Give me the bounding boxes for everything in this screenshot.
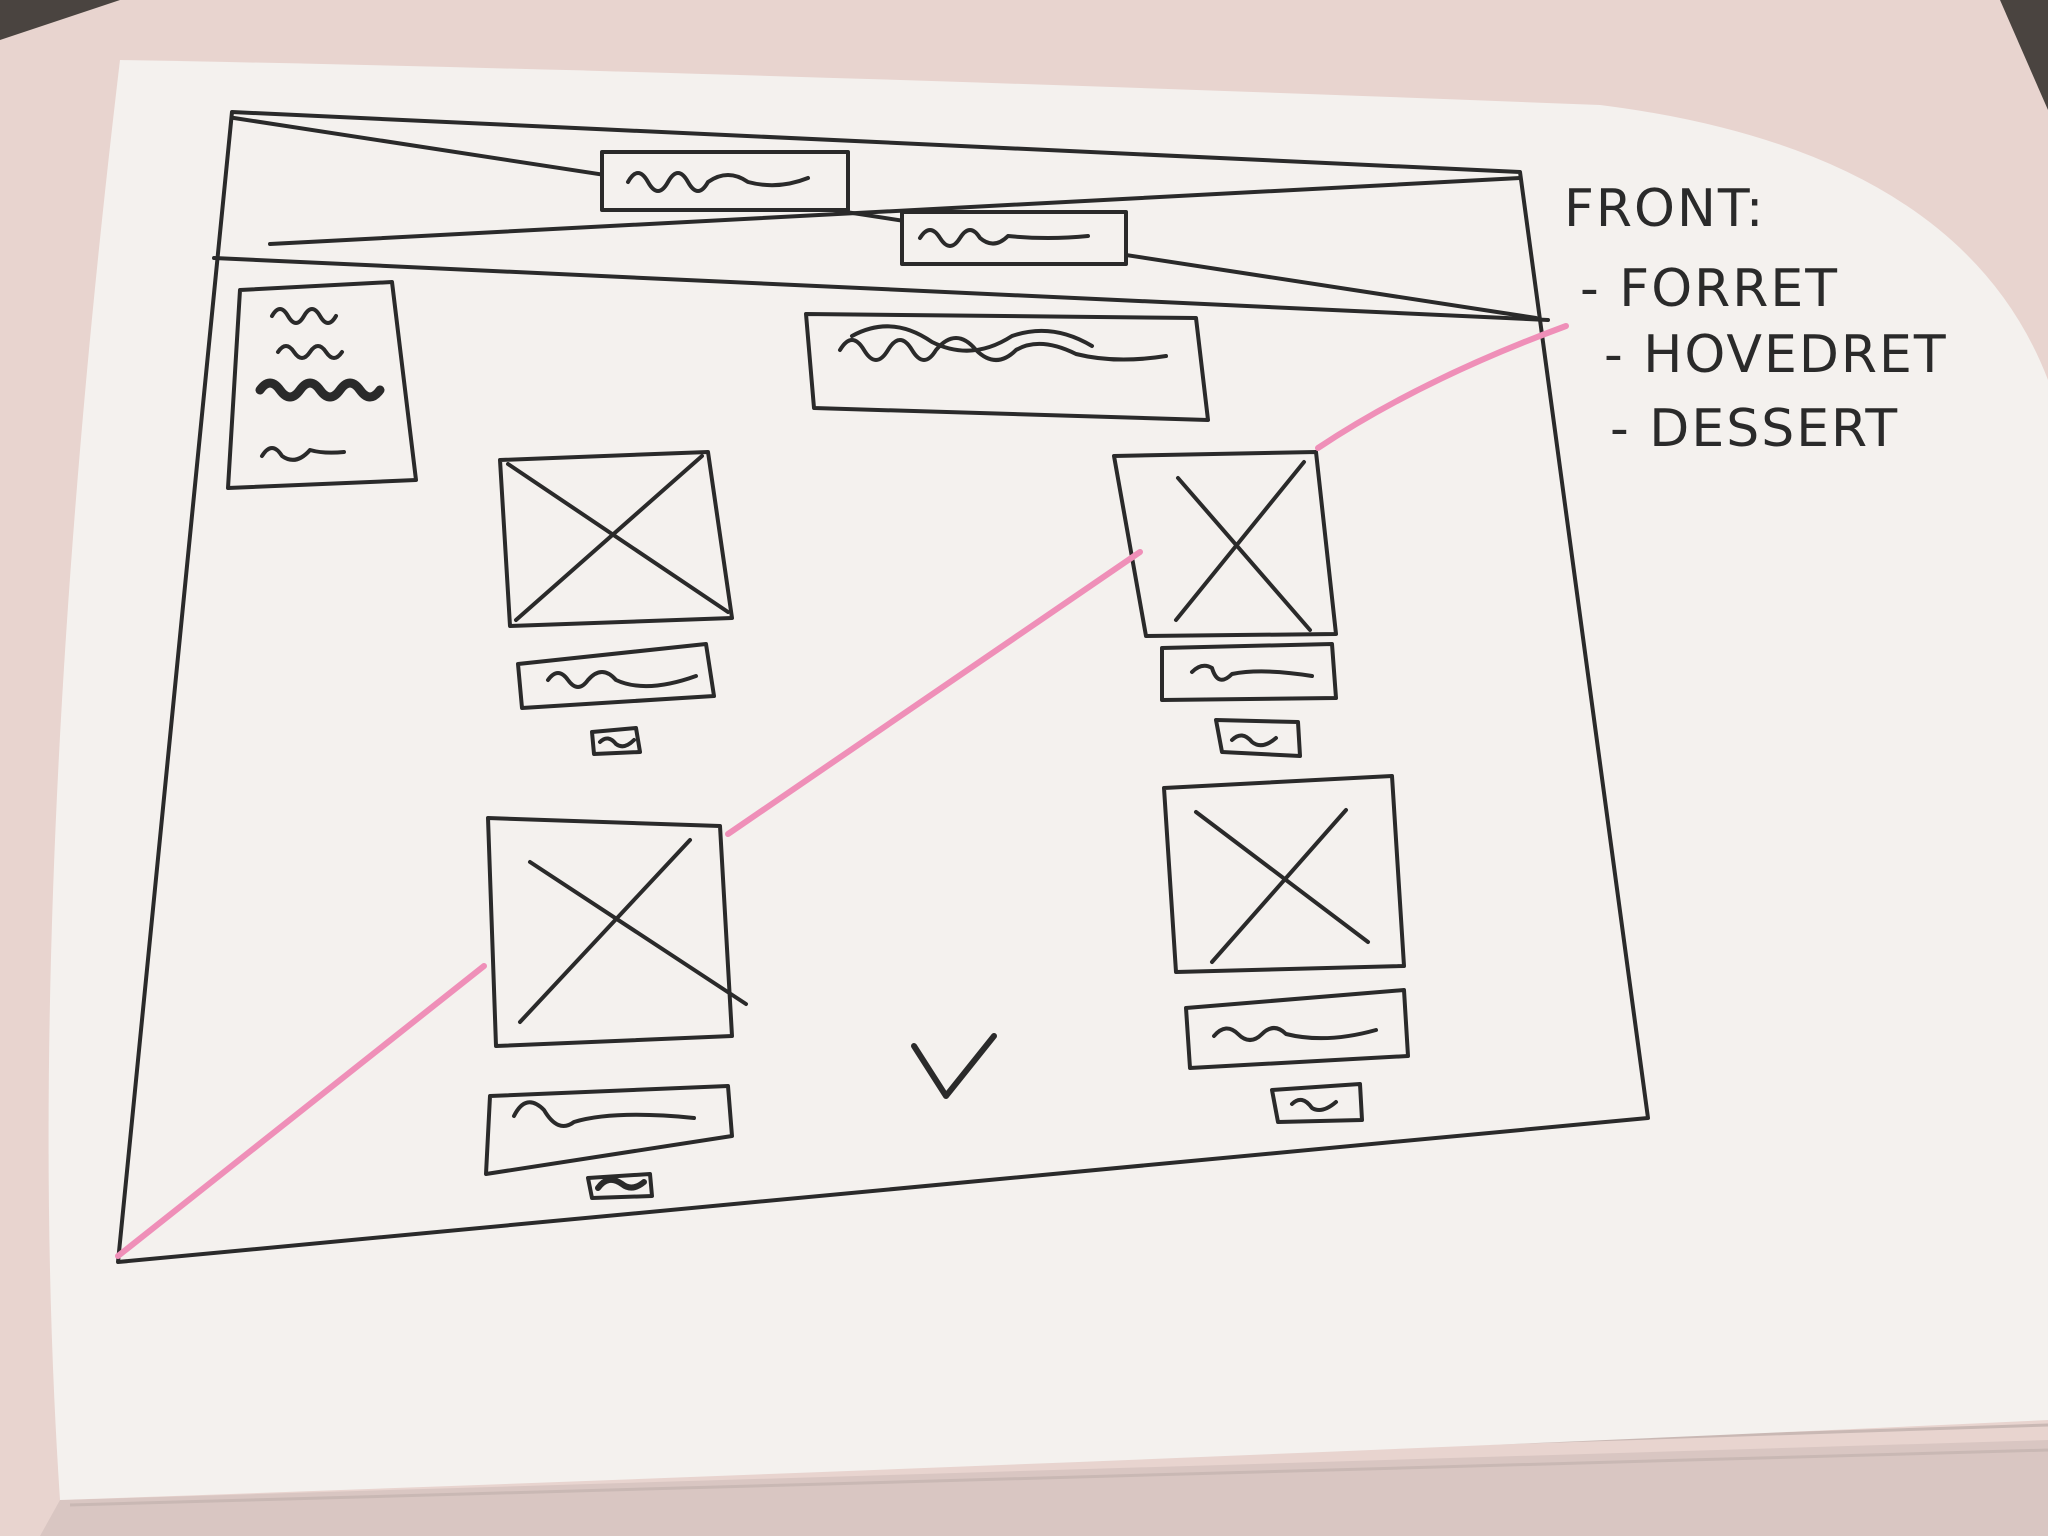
card-3 [484,816,748,1200]
notes-item-dessert: - DESSERT [1610,399,1899,459]
notes-item-forret: - FORRET [1580,259,1839,319]
card-1-button [590,726,642,756]
card-2-button [1214,718,1302,758]
card-4-button [1270,1082,1364,1124]
chevron-down-icon [911,1033,997,1099]
card-4-caption [1184,988,1410,1070]
card-4 [1162,774,1410,1124]
sidebar-menu [226,280,418,490]
card-1-caption [516,642,716,710]
notes-item-hovedret: - HOVEDRET [1604,325,1948,385]
header-subtitle-box [900,210,1128,266]
highlighter-line [115,323,1569,1259]
header-title-box [600,150,850,212]
card-3-button [586,1172,654,1200]
header-cross-line-1 [232,116,1538,320]
notes: FRONT: - FORRET - HOVEDRET - DESSERT [1564,179,1948,459]
card-3-image-placeholder [486,816,734,1048]
notes-title: FRONT: [1564,179,1765,239]
header-bottom-line [212,256,1550,322]
card-3-caption [484,1084,734,1176]
card-2-image-placeholder [1112,450,1338,638]
browser-frame [116,110,1650,1264]
header-cross-line-2 [268,176,1522,246]
card-1 [498,450,734,756]
search-bar [804,312,1210,422]
card-2 [1112,450,1338,758]
